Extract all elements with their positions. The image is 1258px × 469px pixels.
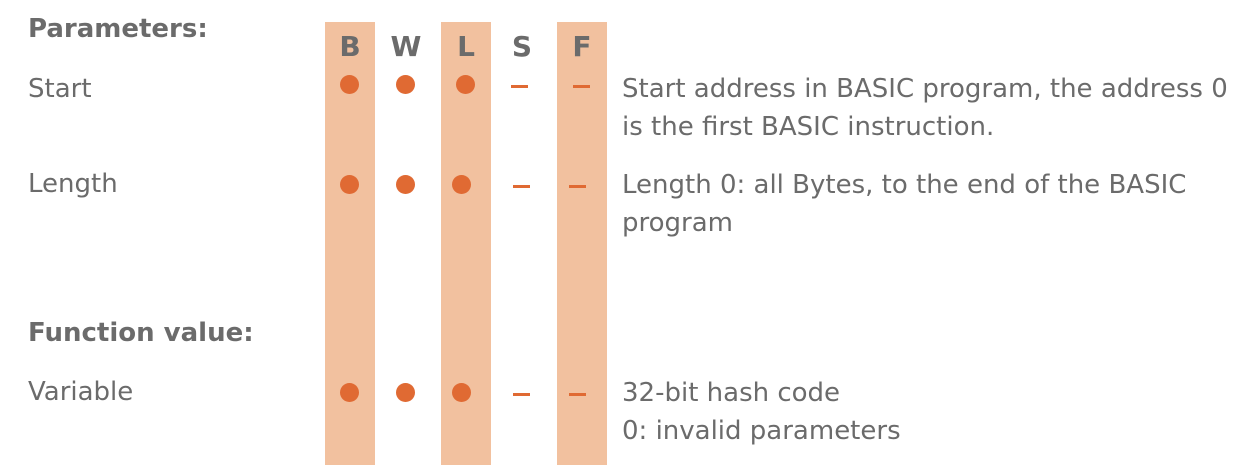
row-label-variable: Variable <box>28 377 134 407</box>
column-band-f <box>557 22 607 465</box>
description-line: 32-bit hash code <box>622 378 841 408</box>
dot-marker <box>340 75 359 94</box>
row-description-length: Length 0: all Bytes, to the end of the B… <box>622 166 1186 242</box>
dot-marker <box>396 175 415 194</box>
row-label-start: Start <box>28 74 92 104</box>
dot-marker <box>396 383 415 402</box>
dash-marker <box>513 393 530 396</box>
dot-marker <box>452 175 471 194</box>
description-line: Start address in BASIC program, the addr… <box>622 74 1228 104</box>
description-line: Length 0: all Bytes, to the end of the B… <box>622 170 1187 200</box>
column-header-b: B <box>339 30 361 63</box>
dot-marker <box>340 175 359 194</box>
row-description-start: Start address in BASIC program, the addr… <box>622 70 1228 146</box>
dash-marker <box>511 85 528 88</box>
row-label-length: Length <box>28 169 118 199</box>
function-value-heading: Function value: <box>28 318 254 348</box>
column-header-f: F <box>572 30 592 63</box>
column-header-l: L <box>457 30 475 63</box>
dash-marker <box>573 85 590 88</box>
dash-marker <box>569 185 586 188</box>
column-header-s: S <box>511 30 533 63</box>
dash-marker <box>569 393 586 396</box>
row-description-variable: 32-bit hash code 0: invalid parameters <box>622 374 901 450</box>
dot-marker <box>452 383 471 402</box>
description-line: is the first BASIC instruction. <box>622 112 995 142</box>
dash-marker <box>513 185 530 188</box>
description-line: program <box>622 208 733 238</box>
dot-marker <box>396 75 415 94</box>
parameters-heading: Parameters: <box>28 14 208 44</box>
description-line: 0: invalid parameters <box>622 416 901 446</box>
dot-marker <box>456 75 475 94</box>
column-header-w: W <box>390 30 422 63</box>
dot-marker <box>340 383 359 402</box>
